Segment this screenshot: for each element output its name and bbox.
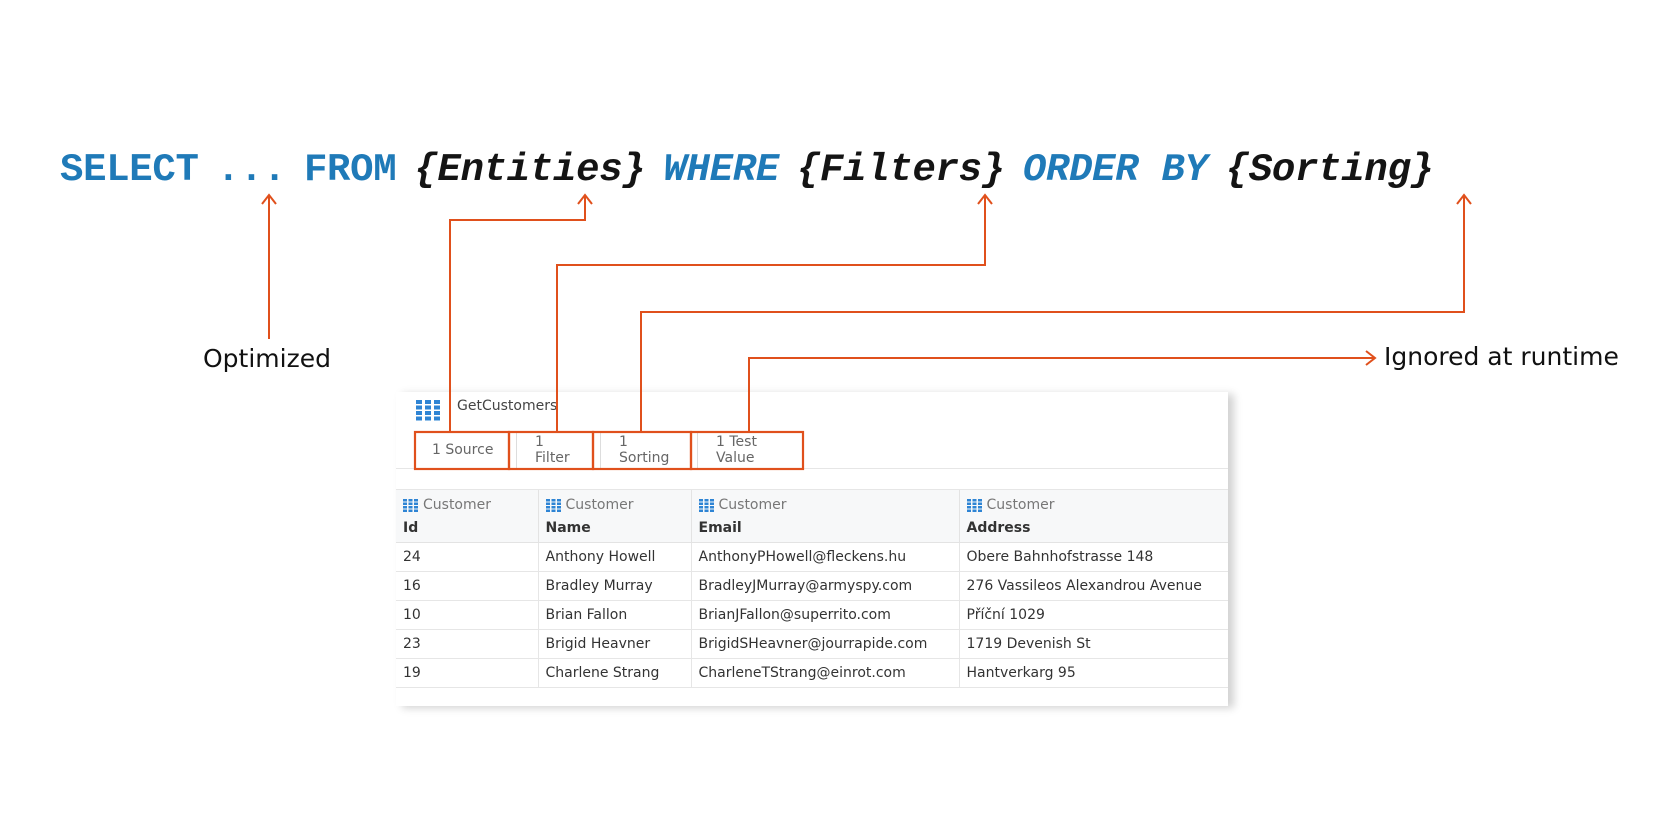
column-name: Email [698, 520, 742, 536]
cell-email: BrigidSHeavner@jourrapide.com [691, 629, 960, 659]
cell-email: BradleyJMurray@armyspy.com [691, 571, 960, 601]
query-panel: GetCustomers 1 Source 1 Filter 1 Sorting… [396, 392, 1228, 706]
arrowhead-icon [261, 193, 277, 205]
entities-placeholder: {Entities} [414, 148, 646, 192]
column-entity: Customer [423, 497, 492, 513]
column-name: Address [966, 520, 1031, 536]
cell-name: Bradley Murray [538, 571, 692, 601]
column-entity: Customer [986, 497, 1055, 513]
arrowhead-icon [1365, 350, 1377, 366]
cell-email: AnthonyPHowell@fleckens.hu [691, 542, 960, 572]
tab-test-value[interactable]: 1 Test Value [716, 434, 757, 466]
results-table: Customer Id Customer Name Customer Email… [396, 490, 1228, 688]
cell-name: Anthony Howell [538, 542, 692, 572]
cell-address: Obere Bahnhofstrasse 148 [959, 542, 1228, 572]
cell-email: BrianJFallon@superrito.com [691, 600, 960, 630]
column-header-email[interactable]: Customer Email [691, 490, 960, 543]
order-by-keyword: ORDER BY [1022, 148, 1208, 192]
cell-name: Brian Fallon [538, 600, 692, 630]
table-row[interactable]: 16 Bradley Murray BradleyJMurray@armyspy… [396, 571, 1228, 601]
cell-id: 10 [396, 600, 539, 630]
cell-address: Příční 1029 [959, 600, 1228, 630]
table-icon [698, 498, 714, 512]
column-entity: Customer [565, 497, 634, 513]
cell-email: CharleneTStrang@einrot.com [691, 658, 960, 688]
arrowhead-icon [577, 193, 593, 205]
column-name: Name [545, 520, 591, 536]
grid-icon [416, 400, 440, 421]
tab-sorting[interactable]: 1 Sorting [601, 432, 698, 468]
cell-id: 24 [396, 542, 539, 572]
cell-address: 276 Vassileos Alexandrou Avenue [959, 571, 1228, 601]
tab-filter[interactable]: 1 Filter [517, 432, 601, 468]
where-keyword: WHERE [663, 148, 779, 192]
panel-spacer [396, 469, 1228, 490]
table-icon [403, 498, 418, 512]
column-header-id[interactable]: Customer Id [396, 490, 539, 543]
table-row[interactable]: 19 Charlene Strang CharleneTStrang@einro… [396, 658, 1228, 688]
from-keyword: FROM [303, 148, 397, 192]
ignored-label: Ignored at runtime [1384, 342, 1619, 371]
table-row[interactable]: 10 Brian Fallon BrianJFallon@superrito.c… [396, 600, 1228, 630]
cell-name: Charlene Strang [538, 658, 692, 688]
cell-address: 1719 Devenish St [959, 629, 1228, 659]
column-entity: Customer [718, 497, 787, 513]
filters-placeholder: {Filters} [796, 148, 1005, 192]
column-name: Id [403, 520, 419, 536]
cell-id: 23 [396, 629, 539, 659]
arrowhead-icon [977, 193, 993, 205]
column-header-address[interactable]: Customer Address [959, 490, 1228, 543]
sorting-placeholder: {Sorting} [1225, 148, 1434, 192]
cell-id: 16 [396, 571, 539, 601]
optimized-label: Optimized [203, 344, 331, 373]
column-header-name[interactable]: Customer Name [538, 490, 692, 543]
sql-template: SELECT... FROM {Entities} WHERE {Filters} ORD… [60, 146, 1434, 194]
tab-source[interactable]: 1 Source [414, 432, 517, 468]
table-row[interactable]: 23 Brigid Heavner BrigidSHeavner@jourrap… [396, 629, 1228, 659]
tab-bar: 1 Source 1 Filter 1 Sorting 1 Test Value [414, 432, 808, 468]
table-icon [545, 498, 561, 512]
panel-title: GetCustomers [457, 398, 558, 414]
table-icon [966, 498, 982, 512]
arrowhead-icon [1456, 193, 1472, 205]
table-row[interactable]: 24 Anthony Howell AnthonyPHowell@flecken… [396, 542, 1228, 572]
select-dots: ... [216, 148, 287, 192]
cell-name: Brigid Heavner [538, 629, 692, 659]
cell-address: Hantverkarg 95 [959, 658, 1228, 688]
panel-header: GetCustomers 1 Source 1 Filter 1 Sorting… [396, 392, 1228, 469]
cell-id: 19 [396, 658, 539, 688]
table-header-row: Customer Id Customer Name Customer Email… [396, 490, 1228, 543]
select-keyword: SELECT [60, 148, 199, 192]
